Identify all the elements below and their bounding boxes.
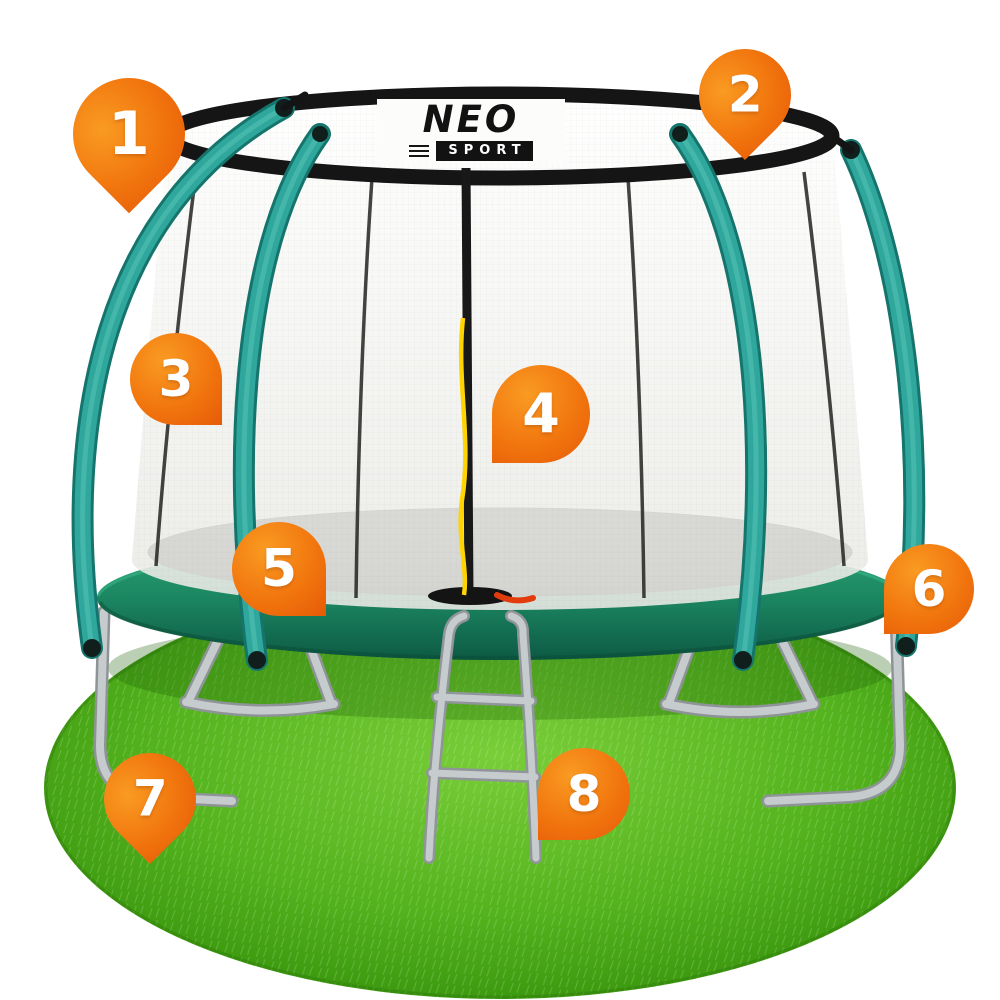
feature-marker-1-number: 1 — [108, 99, 150, 169]
feature-marker-8: 8 — [538, 748, 630, 840]
feature-marker-4-number: 4 — [522, 382, 560, 445]
feature-marker-6-number: 6 — [911, 560, 947, 618]
feature-marker-5: 5 — [232, 522, 326, 616]
feature-marker-4: 4 — [492, 365, 590, 463]
brand-subtitle-row: SPORT — [409, 141, 533, 161]
brand-subtitle: SPORT — [436, 141, 533, 161]
feature-marker-8-number: 8 — [566, 765, 602, 823]
logo-stripes-icon — [409, 150, 430, 152]
feature-marker-3-number: 3 — [158, 350, 194, 408]
feature-marker-5-number: 5 — [260, 539, 298, 599]
feature-marker-2-number: 2 — [727, 66, 763, 125]
zipper-yellow-cord — [458, 317, 468, 596]
zipper-pull — [494, 592, 536, 604]
brand-logo: NEO SPORT — [377, 99, 565, 163]
pole-rim-hooks — [280, 91, 855, 154]
feature-marker-6: 6 — [884, 544, 974, 634]
feature-marker-7-number: 7 — [132, 770, 168, 829]
net-poles — [83, 91, 915, 669]
entrance-zipper — [428, 167, 536, 605]
feature-marker-3: 3 — [130, 333, 222, 425]
brand-name: NEO — [422, 98, 520, 142]
